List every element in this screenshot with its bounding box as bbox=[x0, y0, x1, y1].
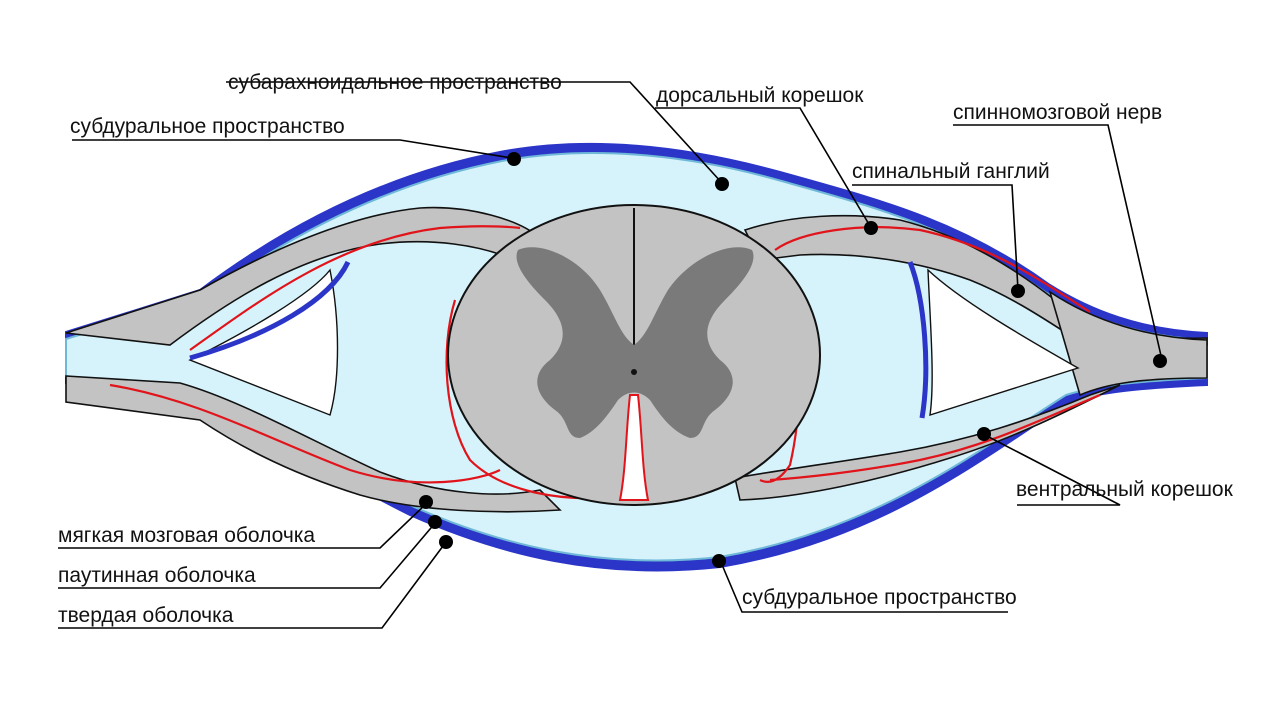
spinal-cord bbox=[448, 205, 820, 505]
label-subdural-space-bottom: субдуральное пространство bbox=[742, 586, 1017, 609]
dot-arachnoid bbox=[428, 515, 442, 529]
label-dorsal-root: дорсальный корешок bbox=[656, 84, 864, 107]
label-subarachnoid-space: субарахноидальное пространство bbox=[228, 71, 562, 94]
label-arachnoid-mater: паутинная оболочка bbox=[58, 564, 256, 587]
label-subdural-space-top: субдуральное пространство bbox=[70, 115, 345, 138]
dot-subdural-top bbox=[507, 152, 521, 166]
label-spinal-ganglion: спинальный ганглий bbox=[852, 160, 1050, 183]
label-spinal-nerve: спинномозговой нерв bbox=[953, 101, 1162, 124]
dot-subarachnoid bbox=[715, 177, 729, 191]
dot-spinal-nerve bbox=[1153, 354, 1167, 368]
dot-subdural-bottom bbox=[712, 554, 726, 568]
label-dura-mater: твердая оболочка bbox=[58, 604, 234, 627]
dot-pia bbox=[419, 495, 433, 509]
dot-dorsal-root bbox=[864, 221, 878, 235]
central-canal bbox=[631, 369, 637, 375]
dot-dura bbox=[439, 535, 453, 549]
dot-spinal-ganglion bbox=[1011, 284, 1025, 298]
label-ventral-root: вентральный корешок bbox=[1016, 478, 1234, 501]
dot-ventral-root bbox=[977, 427, 991, 441]
label-pia-mater: мягкая мозговая оболочка bbox=[58, 524, 315, 547]
